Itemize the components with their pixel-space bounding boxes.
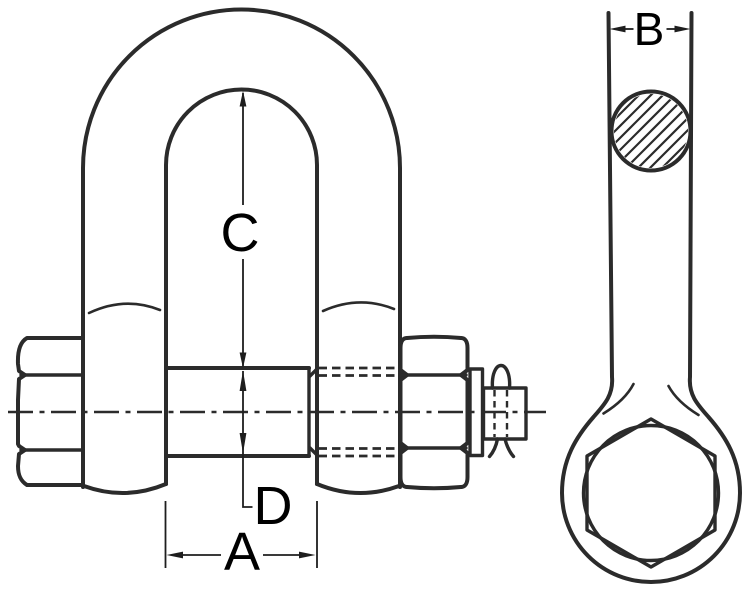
hex-head-outline [15,336,85,487]
dimension-b-arrow-left [609,25,626,33]
cotter-pin [487,363,516,459]
dimension-label-b: B [634,3,665,55]
dimension-b-arrow-right [674,25,691,33]
nut-bottom-edge [405,485,463,491]
pin-end-chamfer-bottom [308,446,319,457]
dimension-b: B [609,3,691,55]
cotter-pin-leg-right [503,437,516,459]
dimension-label-a: A [224,522,260,582]
side-body-outline [560,11,742,584]
dimension-d: D [239,370,293,536]
side-view: B [560,3,742,584]
bow-outer-outline [81,7,402,489]
bow-cross-section [609,89,693,173]
bolt-protruding-end [481,386,528,441]
dimension-d-line [242,371,253,508]
dimension-a-arrow-right [299,551,316,559]
dimension-c-arrow-up [239,91,247,107]
side-fillet-left [602,382,635,415]
eye-circle [581,423,721,563]
cotter-pin-loop [490,363,512,390]
bow-inner-outline [164,87,319,486]
dimension-label-d: D [254,476,293,536]
left-boss-bottom-arc [82,482,168,495]
right-boss-bottom-arc [315,482,401,495]
right-boss-transition-arc [321,301,396,313]
dimension-a: A [164,501,318,582]
dimension-label-c: C [221,203,260,263]
hex-bolt-head [15,336,85,487]
hex-nut [398,334,470,491]
dimension-c-arrow-down [239,352,247,368]
left-boss-transition-arc [87,302,162,315]
nut-top-edge [405,334,463,340]
dimension-d-arrow-up [239,370,247,391]
eye-hexagon [585,417,717,569]
dimension-a-arrow-left [166,551,183,559]
dimension-c: C [221,91,260,368]
pin-end-chamfer-top [308,367,319,378]
nut-right-edge [459,336,470,489]
dimension-d-arrow-down [239,433,247,454]
cotter-pin-leg-left [487,437,500,459]
front-view: C D A [8,7,546,582]
side-fillet-right [667,384,700,417]
